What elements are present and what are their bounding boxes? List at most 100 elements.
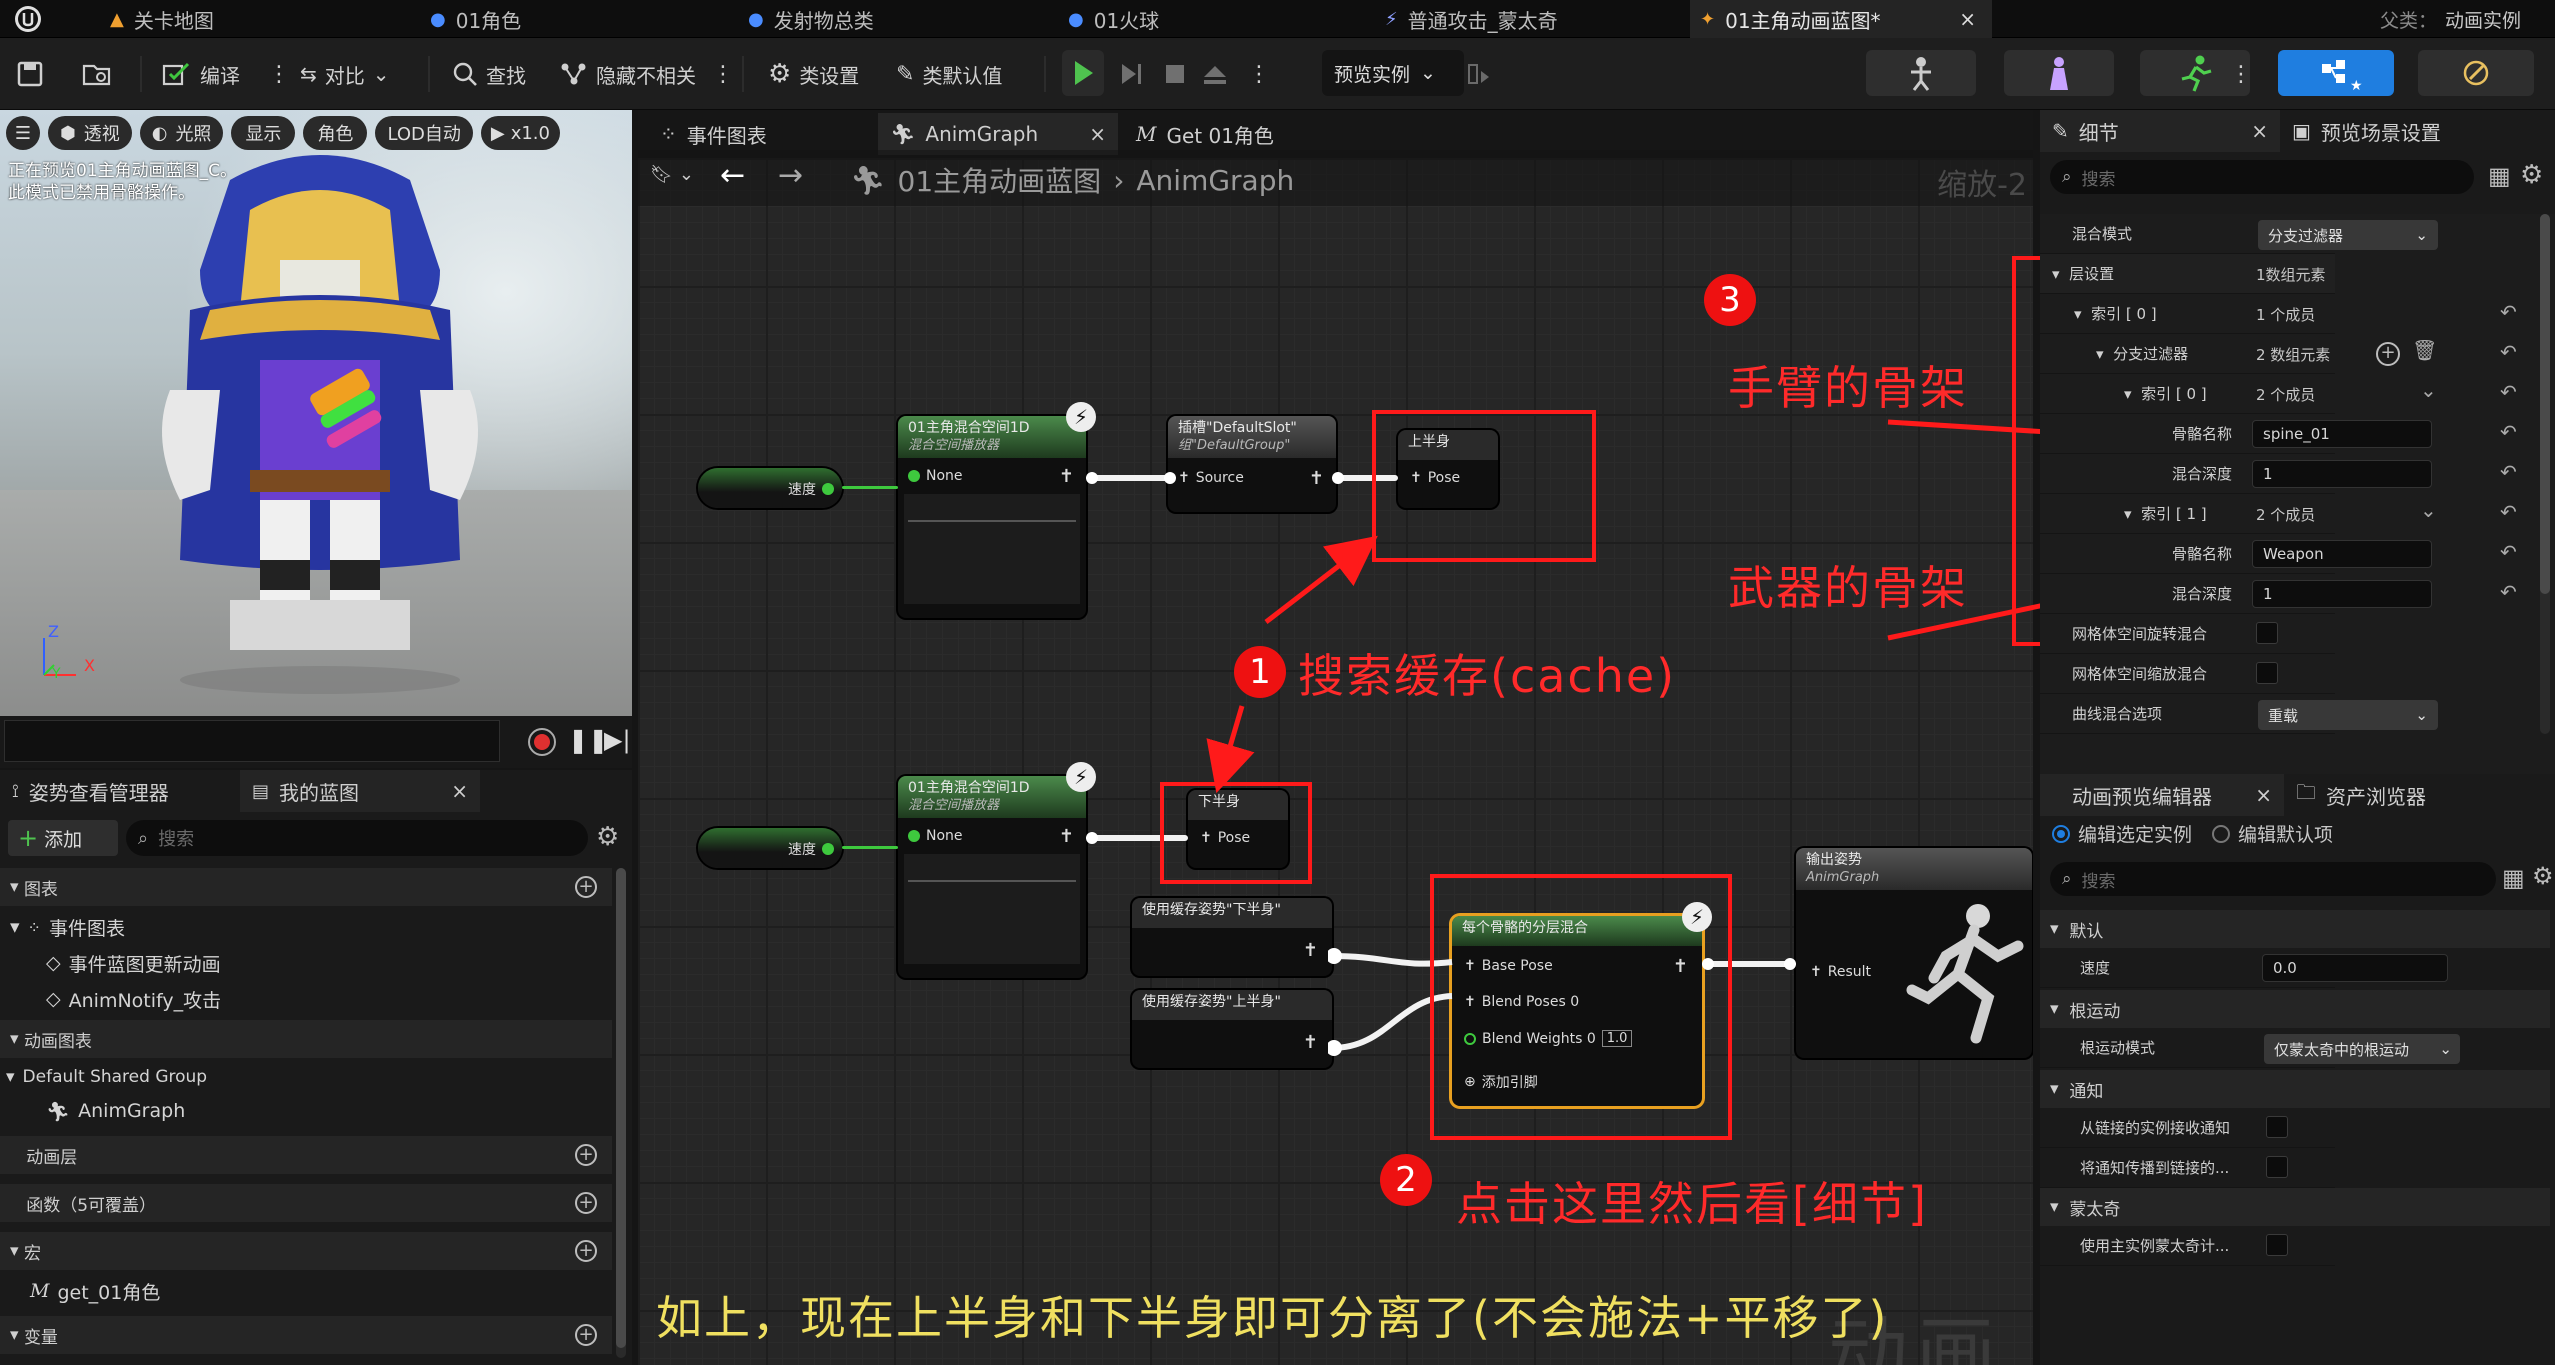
tab-details[interactable]: ✎细节× [2040, 110, 2280, 152]
pose-output-pin[interactable]: ✝︎ [1303, 940, 1318, 961]
slot-node[interactable]: 插槽"DefaultSlot" 组"DefaultGroup" ✝︎Source… [1168, 416, 1336, 512]
unreal-logo-icon[interactable] [8, 0, 48, 38]
save-cached-pose-lower-node[interactable]: 下半身 ✝︎Pose [1188, 790, 1288, 868]
prop-layer-setup[interactable]: ▾ 层设置 [2040, 254, 2335, 294]
close-tab-icon[interactable]: × [1089, 122, 1106, 146]
lod-button[interactable]: LOD自动 [375, 116, 473, 150]
notify-propagate-checkbox[interactable] [2266, 1156, 2288, 1178]
close-tab-icon[interactable]: × [1959, 7, 1976, 31]
blendspace-player-node-2[interactable]: 01主角混合空间1D 混合空间播放器 None ✝︎ [898, 776, 1086, 978]
reset-arrow-icon[interactable]: ↶ [2500, 540, 2517, 564]
mesh-mode-button[interactable] [2004, 50, 2114, 96]
trash-icon[interactable]: 🗑︎ [2412, 338, 2438, 362]
tree-event-update-animation[interactable]: ◇事件蓝图更新动画 [46, 946, 221, 980]
add-button[interactable]: + 添加 [8, 820, 118, 856]
pose-output-pin[interactable]: ✝︎ [1303, 1032, 1318, 1053]
chevron-down-icon[interactable]: ⌄ [2420, 498, 2437, 522]
source-input-pin[interactable]: ✝︎Source [1178, 470, 1244, 486]
class-settings-button[interactable]: ⚙ 类设置 [768, 52, 859, 96]
preview-view-options-button[interactable]: ▦ [2502, 864, 2525, 892]
blend-depth-input-1[interactable]: 1 [2252, 460, 2432, 488]
tab-asset-browser[interactable]: 🗀︎资产浏览器 [2284, 774, 2534, 816]
section-variables[interactable]: ▾ 变量 [0, 1316, 612, 1354]
blueprint-mode-button[interactable]: ★ [2278, 50, 2394, 96]
bookmark-button[interactable]: 🔖︎⌄ [650, 164, 694, 185]
add-layer-icon[interactable]: + [575, 1144, 597, 1166]
tab-my-blueprint[interactable]: ▤ 我的蓝图 × [240, 770, 480, 812]
pose-input-pin[interactable]: ✝︎Pose [1200, 830, 1250, 846]
reset-arrow-icon[interactable]: ↶ [2500, 500, 2517, 524]
blend-weight-input[interactable]: 1.0 [1601, 1030, 1633, 1047]
parent-class-link[interactable]: 动画实例 [2445, 9, 2522, 32]
find-button[interactable]: 查找 [452, 52, 526, 96]
add-graph-icon[interactable]: + [575, 876, 597, 898]
scrollbar-thumb[interactable] [2540, 214, 2550, 594]
tab-preview-scene-settings[interactable]: ▣预览场景设置 [2280, 110, 2550, 152]
settings-button[interactable]: ⚙ [596, 822, 619, 852]
prop-index-0[interactable]: ▾ 索引 [ 0 ] [2040, 294, 2335, 334]
pose-output-pin[interactable]: ✝︎ [1059, 466, 1074, 487]
mode-options-button[interactable]: ⋮ [2230, 52, 2252, 96]
lit-button[interactable]: ◐光照 [139, 116, 224, 150]
mesh-rotation-checkbox[interactable] [2256, 622, 2278, 644]
debug-filter-button[interactable] [1466, 52, 1492, 96]
preview-viewport[interactable]: ☰ ⬢透视 ◐光照 显示 角色 LOD自动 ▶x1.0 正在预览01主角动画蓝图… [0, 110, 632, 716]
preview-instance-dropdown[interactable]: 预览实例 ⌄ [1322, 50, 1464, 96]
browse-button[interactable] [82, 52, 112, 96]
hide-unrelated-button[interactable]: 隐藏不相关 [560, 52, 696, 96]
layered-blend-per-bone-node[interactable]: 每个骨骼的分层混合 ✝︎Base Pose ✝︎ ✝︎Blend Poses 0… [1452, 916, 1702, 1106]
none-input-pin[interactable]: None [908, 828, 963, 844]
reset-arrow-icon[interactable]: ↶ [2500, 300, 2517, 324]
section-anim-graphs[interactable]: ▾ 动画图表 [0, 1020, 612, 1058]
none-input-pin[interactable]: None [908, 468, 963, 484]
pose-output-pin[interactable]: ✝︎ [1673, 956, 1688, 977]
timeline-scrubber[interactable] [4, 720, 500, 762]
bone-name-input-1[interactable]: spine_01 [2252, 420, 2432, 448]
preview-settings-button[interactable]: ⚙ [2532, 862, 2554, 890]
add-function-icon[interactable]: + [575, 1192, 597, 1214]
edit-default-radio[interactable]: 编辑默认项 [2212, 820, 2333, 847]
close-tab-icon[interactable]: × [451, 779, 468, 803]
pose-output-pin[interactable]: ✝︎ [1059, 826, 1074, 847]
add-variable-icon[interactable]: + [575, 1324, 597, 1346]
scrollbar[interactable] [616, 868, 626, 1358]
edit-selected-radio[interactable]: 编辑选定实例 [2052, 820, 2192, 847]
section-montage[interactable]: ▾ 蒙太奇 [2040, 1188, 2550, 1226]
tab-montage[interactable]: ⚡ 普通攻击_蒙太奇 [1375, 0, 1675, 38]
play-button[interactable] [1062, 50, 1104, 96]
blend-depth-input-2[interactable]: 1 [2252, 580, 2432, 608]
stop-button[interactable] [1160, 52, 1190, 96]
blendspace-player-node-1[interactable]: 01主角混合空间1D 混合空间播放器 None ✝︎ [898, 416, 1086, 618]
prop-branch-filters[interactable]: ▾ 分支过滤器 [2040, 334, 2335, 374]
save-button[interactable] [16, 52, 44, 96]
eject-button[interactable] [1200, 52, 1230, 96]
speed-output-pin[interactable]: 速度 [788, 839, 834, 859]
pose-input-pin[interactable]: ✝︎Pose [1410, 470, 1460, 486]
tab-level-map[interactable]: ▲ 关卡地图 [100, 0, 400, 38]
reset-arrow-icon[interactable]: ↶ [2500, 420, 2517, 444]
close-tab-icon[interactable]: × [2251, 119, 2268, 143]
show-button[interactable]: 显示 [231, 116, 296, 150]
tree-event-graph[interactable]: ▾⁘事件图表 [10, 910, 125, 944]
section-functions[interactable]: 函数（5可覆盖） [0, 1184, 612, 1222]
notify-receive-checkbox[interactable] [2266, 1116, 2288, 1138]
section-anim-layers[interactable]: 动画层 [0, 1136, 612, 1174]
skeleton-mode-button[interactable] [1866, 50, 1976, 96]
prop-sub-index-0[interactable]: ▾ 索引 [ 0 ] [2040, 374, 2335, 414]
preview-search-input[interactable]: ⌕搜索 [2050, 862, 2496, 896]
tree-default-shared-group[interactable]: ▾Default Shared Group [6, 1060, 207, 1094]
details-scrollbar[interactable] [2540, 214, 2550, 734]
curve-blend-dropdown[interactable]: 重载⌄ [2258, 700, 2438, 730]
pause-button[interactable]: ❚❚ [568, 726, 608, 754]
section-graphs[interactable]: ▾ 图表 [0, 868, 612, 906]
play-options-button[interactable]: ⋮ [1248, 52, 1270, 96]
add-macro-icon[interactable]: + [575, 1240, 597, 1262]
tree-anim-graph[interactable]: 🏃︎AnimGraph [46, 1094, 185, 1128]
tab-anim-blueprint[interactable]: ✦ 01主角动画蓝图* × [1690, 0, 1992, 38]
blend-weights-input-pin[interactable]: Blend Weights 0 1.0 [1464, 1030, 1633, 1047]
character-button[interactable]: 角色 [303, 116, 368, 150]
perspective-button[interactable]: ⬢透视 [48, 116, 132, 150]
section-root-motion[interactable]: ▾ 根运动 [2040, 990, 2550, 1028]
